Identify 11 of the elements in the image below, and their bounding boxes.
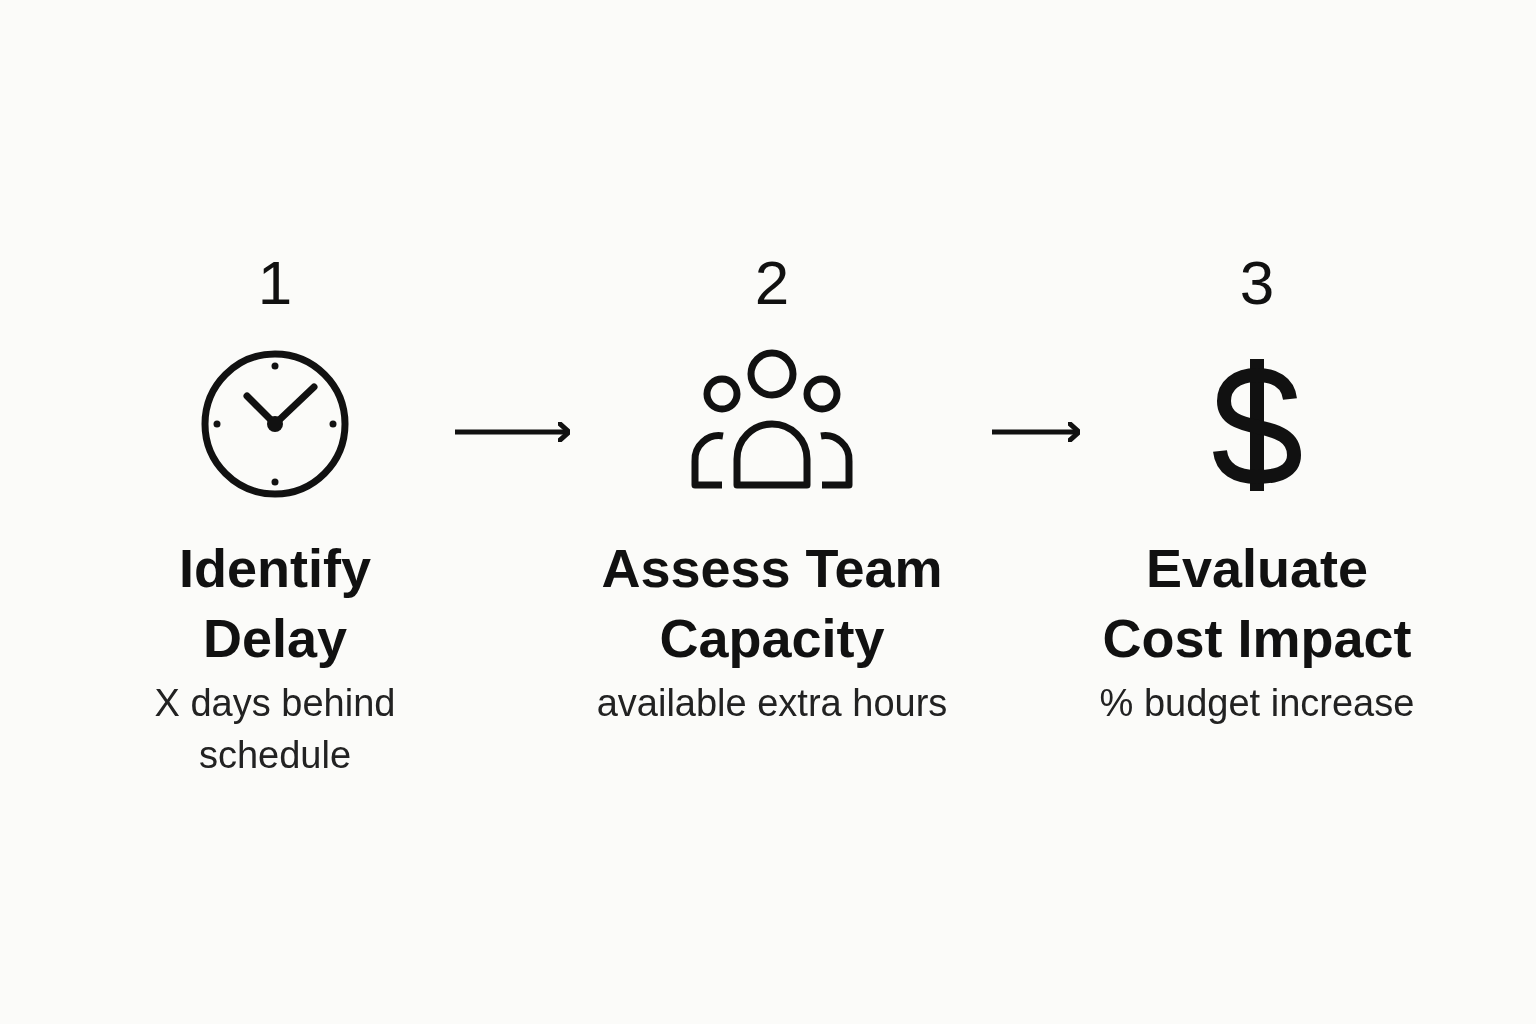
step-title: Assess Team Capacity xyxy=(600,537,944,670)
arrow xyxy=(455,420,572,444)
arrow xyxy=(992,420,1082,444)
step-number: 1 xyxy=(257,247,293,319)
step-description: X days behind schedule xyxy=(153,681,397,778)
step-title: Evaluate Cost Impact xyxy=(1101,537,1413,670)
step-number: 3 xyxy=(1239,247,1275,319)
step-description: % budget increase xyxy=(1099,681,1415,726)
step-number: 2 xyxy=(754,247,790,319)
step-description: available extra hours xyxy=(596,681,948,726)
step-title: Identify Delay xyxy=(178,537,372,670)
